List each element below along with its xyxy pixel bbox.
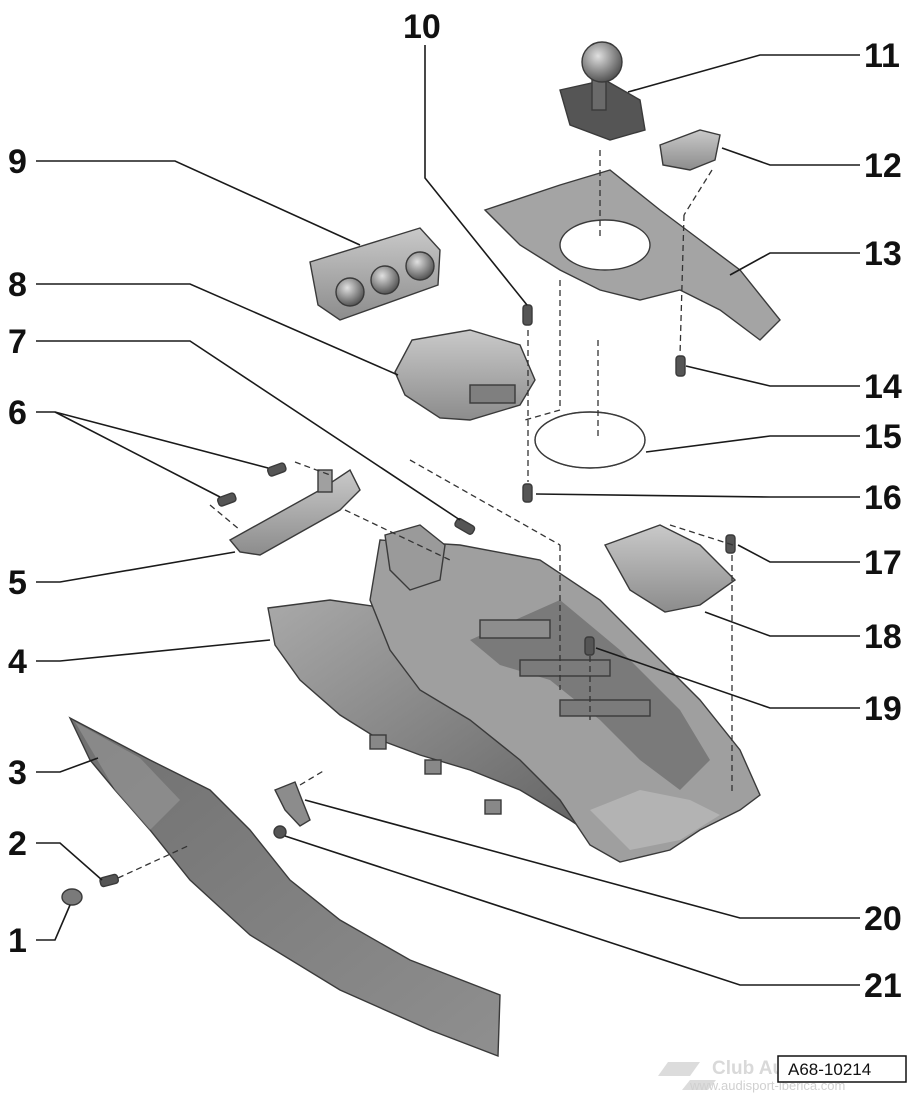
- part-20-bracket: [274, 781, 311, 827]
- part-12-cover: [659, 129, 721, 171]
- callout-7: 7: [8, 323, 27, 361]
- callout-13: 13: [864, 235, 902, 273]
- part-2-screw: [99, 873, 120, 888]
- part-10-screw: [522, 304, 533, 326]
- part-21-nut: [273, 825, 287, 839]
- part-4-console-body: [267, 524, 761, 863]
- callout-3: 3: [8, 754, 27, 792]
- leader-lines: [36, 45, 860, 986]
- part-8-tray: [394, 329, 536, 421]
- part-19-screw: [584, 636, 595, 656]
- assembly-dashed-lines: [117, 150, 734, 879]
- callout-5: 5: [8, 564, 27, 602]
- part-9-switch-panel: [309, 227, 441, 321]
- callout-6: 6: [8, 394, 27, 432]
- part-1-clip: [61, 888, 83, 906]
- callout-11: 11: [864, 37, 900, 75]
- part-14-screw: [675, 355, 686, 377]
- callout-2: 2: [8, 825, 27, 863]
- callout-9: 9: [8, 143, 27, 181]
- part-7-screw: [454, 517, 476, 535]
- part-3-side-trim: [68, 716, 501, 1058]
- callout-4: 4: [8, 643, 27, 681]
- part-15-ring: [534, 411, 646, 469]
- callout-8: 8: [8, 266, 27, 304]
- callout-16: 16: [864, 479, 902, 517]
- callout-labels: 1 2 3 4 5 6 7 8 9 10 11 12 13 14 15 16 1…: [8, 8, 902, 1005]
- callout-15: 15: [864, 418, 902, 456]
- callout-10: 10: [403, 8, 441, 46]
- part-16-screw: [522, 483, 533, 503]
- club-audi-logo-icon: [658, 1062, 700, 1076]
- callout-12: 12: [864, 147, 902, 185]
- part-6-screws: [216, 462, 287, 507]
- callout-18: 18: [864, 618, 902, 656]
- callout-20: 20: [864, 900, 902, 938]
- part-5-bracket: [228, 468, 361, 556]
- callout-1: 1: [8, 922, 27, 960]
- callout-19: 19: [864, 690, 902, 728]
- figure-code: A68-10214: [788, 1060, 871, 1079]
- figure-code-box: A68-10214: [777, 1055, 907, 1083]
- callout-21: 21: [864, 967, 902, 1005]
- part-13-trim-frame: [483, 169, 781, 341]
- part-11-gear-knob: [559, 41, 646, 141]
- callout-14: 14: [864, 368, 902, 406]
- part-18-tray-liner: [603, 524, 737, 613]
- callout-17: 17: [864, 544, 902, 582]
